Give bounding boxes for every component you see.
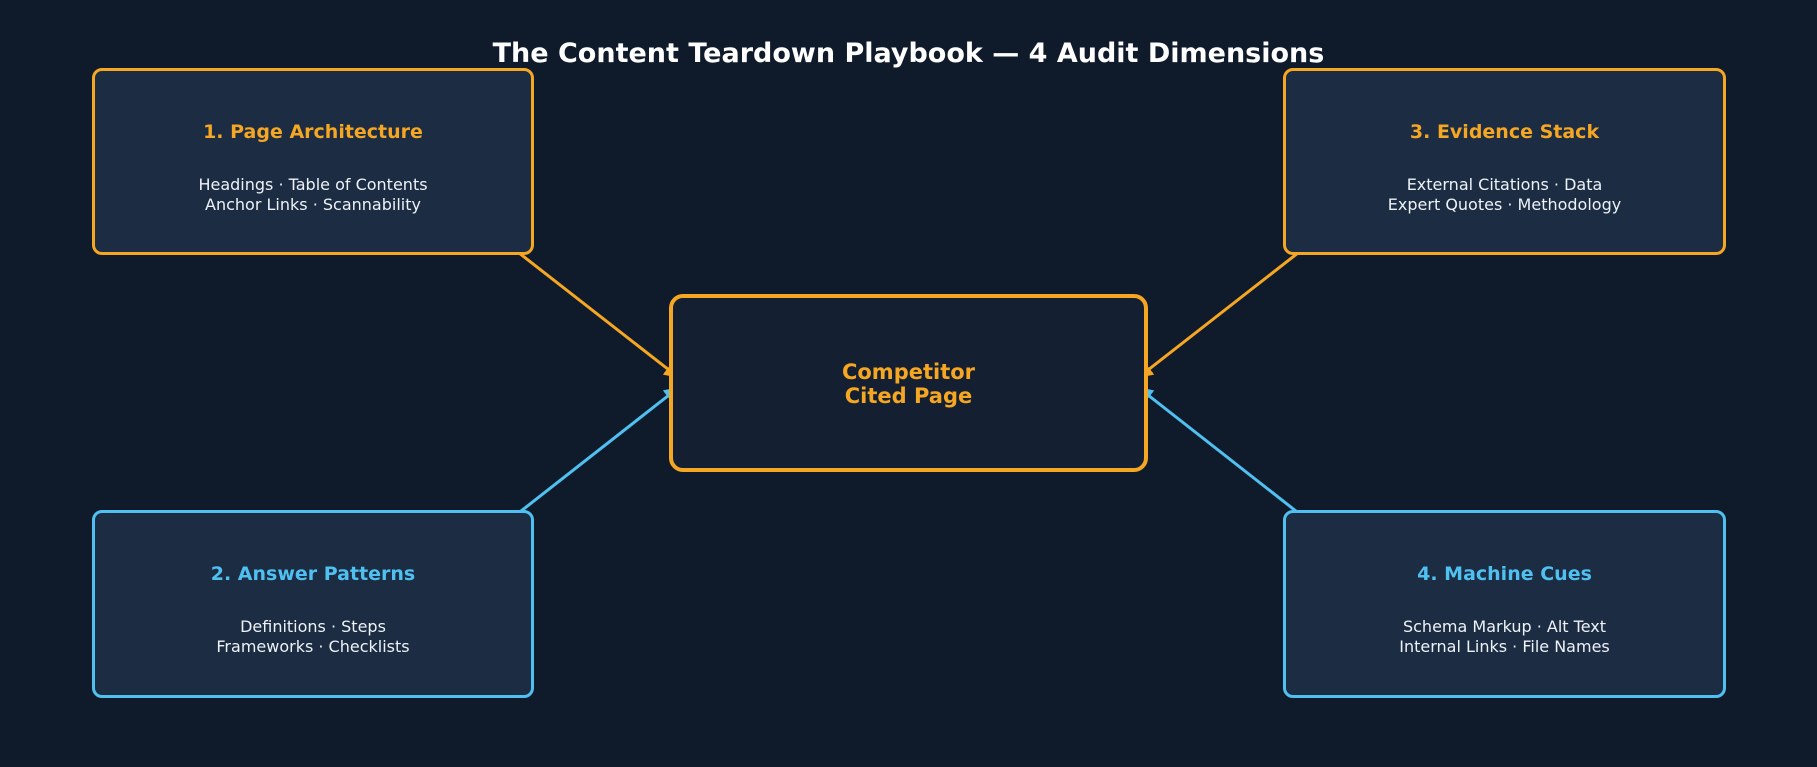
- dimension-detail-line1: External Citations · Data: [1406, 175, 1603, 194]
- dimension-box-answer-patterns: 2. Answer Patterns Definitions · Steps F…: [92, 510, 534, 698]
- center-node-competitor-cited-page: Competitor Cited Page: [669, 294, 1148, 472]
- dimension-detail-line2: Frameworks · Checklists: [216, 637, 410, 656]
- dimension-detail-line1: Definitions · Steps: [240, 617, 386, 636]
- dimension-detail-line2: Anchor Links · Scannability: [205, 195, 421, 214]
- dimension-box-machine-cues: 4. Machine Cues Schema Markup · Alt Text…: [1283, 510, 1726, 698]
- dimension-title: 2. Answer Patterns: [210, 563, 416, 585]
- dimension-box-evidence-stack: 3. Evidence Stack External Citations · D…: [1283, 68, 1726, 255]
- dimension-detail-line1: Headings · Table of Contents: [198, 175, 428, 194]
- dimension-detail-line2: Expert Quotes · Methodology: [1387, 195, 1622, 214]
- dimension-detail-line2: Internal Links · File Names: [1399, 637, 1610, 656]
- diagram-title: The Content Teardown Playbook — 4 Audit …: [492, 38, 1325, 69]
- dimension-box-page-architecture: 1. Page Architecture Headings · Table of…: [92, 68, 534, 255]
- dimension-title: 4. Machine Cues: [1417, 563, 1592, 585]
- dimension-detail-line1: Schema Markup · Alt Text: [1402, 617, 1607, 636]
- center-node-label-line1: Competitor: [841, 360, 976, 384]
- dimension-title: 3. Evidence Stack: [1409, 121, 1600, 143]
- center-node-label-line2: Cited Page: [844, 384, 973, 408]
- dimension-title: 1. Page Architecture: [203, 121, 423, 143]
